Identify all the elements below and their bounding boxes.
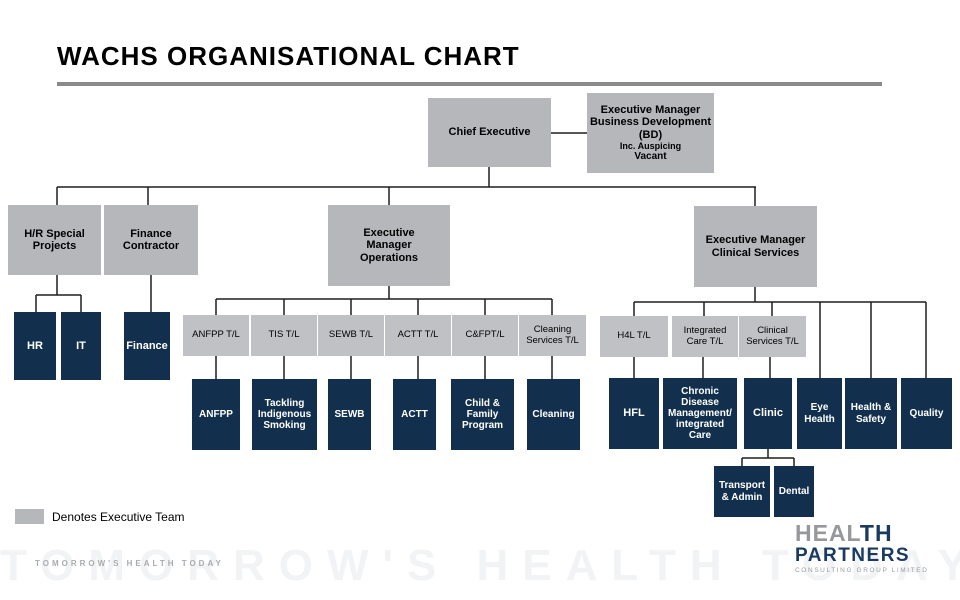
logo-text-th: TH [859, 520, 893, 546]
watermark-large: TOMORROW'S HEALTH TODAY [0, 541, 960, 590]
node-label: Eye Health [804, 402, 835, 425]
node-label: Finance Contractor [122, 227, 180, 252]
node-label: SEWB [334, 408, 365, 420]
node-clinical-services-tl: Clinical Services T/L [739, 316, 806, 357]
node-label: IT [76, 339, 86, 352]
node-tackling-indigenous-smoking: Tackling Indigenous Smoking [252, 379, 317, 450]
node-anfpp: ANFPP [192, 379, 240, 450]
node-cleaning-services-tl: Cleaning Services T/L [519, 315, 586, 356]
node-label: Tackling Indigenous Smoking [257, 397, 312, 432]
node-label: SEWB T/L [328, 329, 374, 341]
node-label: Clinic [753, 407, 783, 420]
node-label: Integrated Care T/L [683, 324, 727, 347]
logo-text-heal: HEAL [795, 520, 860, 546]
watermark-small: TOMORROW'S HEALTH TODAY [35, 559, 224, 568]
logo-text-tagline: CONSULTING GROUP LIMITED [795, 567, 929, 574]
node-label: Finance [126, 339, 168, 352]
node-label: Executive Manager Business Development (… [589, 103, 712, 141]
node-anfpp-tl: ANFPP T/L [183, 315, 249, 356]
node-label: Dental [778, 485, 810, 497]
node-label: H/R Special Projects [24, 227, 85, 252]
node-label: C&FPT/L [465, 329, 505, 341]
node-label: Executive Manager Clinical Services [705, 234, 806, 259]
node-hfl: HFL [609, 378, 659, 449]
node-label: ANFPP [199, 408, 233, 420]
node-clinic: Clinic [744, 378, 792, 449]
node-label: HFL [623, 407, 645, 420]
node-h4l-tl: H4L T/L [600, 316, 668, 357]
node-status: Vacant [634, 150, 667, 162]
node-actt-tl: ACTT T/L [385, 315, 451, 356]
node-sewb-tl: SEWB T/L [318, 315, 384, 356]
node-integrated-care-tl: Integrated Care T/L [672, 316, 738, 357]
node-chronic-disease-management: Chronic Disease Management/ integrated C… [663, 378, 737, 449]
node-finance-contractor: Finance Contractor [104, 205, 198, 275]
node-dental: Dental [774, 466, 814, 517]
node-label: Clinical Services T/L [746, 324, 799, 347]
node-health-safety: Health & Safety [845, 378, 897, 449]
node-em-operations: Executive Manager Operations [328, 205, 450, 286]
node-label: TIS T/L [268, 329, 300, 341]
node-eye-health: Eye Health [797, 378, 842, 449]
node-label: H4L T/L [617, 330, 651, 342]
node-cleaning: Cleaning [527, 379, 580, 450]
node-note: Inc. Auspicing [619, 140, 682, 151]
title-underline [57, 82, 882, 86]
legend-label: Denotes Executive Team [52, 509, 185, 524]
node-label: ANFPP T/L [192, 329, 240, 341]
node-label: Transport & Admin [718, 480, 766, 503]
node-label: Child & Family Program [461, 397, 504, 432]
node-hr-special-projects: H/R Special Projects [8, 205, 101, 275]
node-it: IT [61, 312, 101, 380]
node-cfp-tl: C&FPT/L [452, 315, 518, 356]
node-label: Quality [909, 407, 944, 419]
logo-wordmark: HEALTH [795, 522, 935, 545]
node-child-family-program: Child & Family Program [451, 379, 514, 450]
node-sewb: SEWB [328, 379, 371, 450]
page-title: WACHS ORGANISATIONAL CHART [57, 41, 520, 71]
node-label: ACTT T/L [397, 329, 439, 341]
node-label: Chronic Disease Management/ integrated C… [668, 385, 732, 442]
legend-swatch [15, 509, 44, 524]
node-label: Executive Manager Operations [359, 227, 419, 264]
node-label: ACTT [401, 408, 428, 420]
node-tis-tl: TIS T/L [251, 315, 317, 356]
logo-text-partners: PARTNERS [795, 545, 911, 566]
node-label: Chief Executive [448, 126, 531, 139]
node-label: HR [27, 339, 43, 352]
node-quality: Quality [901, 378, 952, 449]
node-chief-executive: Chief Executive [428, 98, 551, 167]
node-label: Cleaning [532, 408, 575, 420]
node-hr: HR [14, 312, 56, 380]
health-partners-logo: HEALTH PARTNERS CONSULTING GROUP LIMITED [795, 522, 935, 575]
node-actt: ACTT [393, 379, 436, 450]
legend: Denotes Executive Team [15, 509, 185, 524]
node-label: Cleaning Services T/L [526, 323, 579, 346]
node-finance: Finance [124, 312, 170, 380]
node-em-clinical-services: Executive Manager Clinical Services [694, 206, 817, 287]
node-transport-admin: Transport & Admin [714, 466, 770, 517]
node-label: Health & Safety [850, 402, 892, 425]
node-em-business-development: Executive Manager Business Development (… [587, 93, 714, 173]
